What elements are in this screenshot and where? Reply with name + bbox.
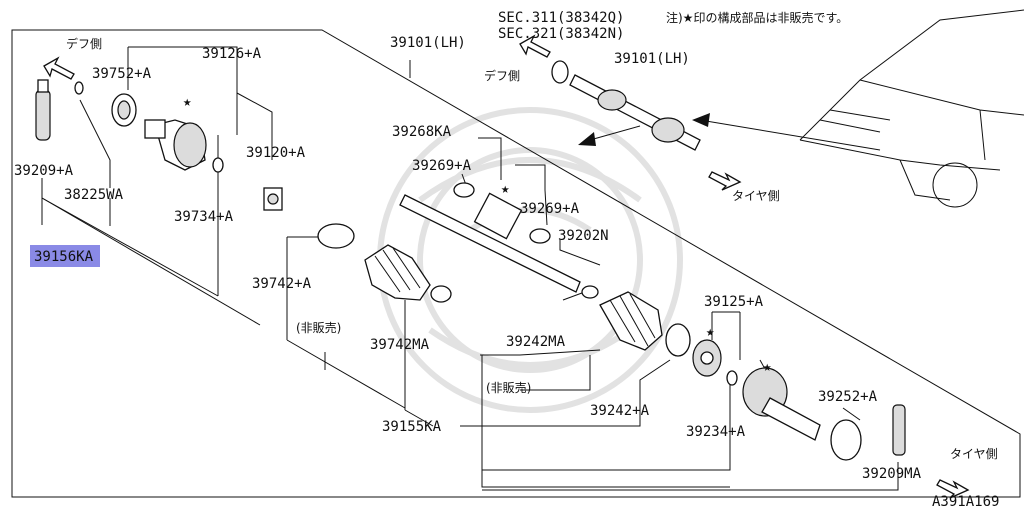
part-39202n[interactable]: 39202N bbox=[558, 228, 609, 244]
inset-shaft bbox=[551, 60, 701, 151]
housing-39126 bbox=[144, 119, 207, 171]
sec-ref-1[interactable]: SEC.311(38342Q) bbox=[498, 10, 624, 26]
outer-housing bbox=[742, 367, 821, 441]
highlight-box bbox=[30, 245, 100, 267]
not-sold-label-2: (非販売) bbox=[486, 380, 531, 395]
note-not-sold: 注)★印の構成部品は非販売です。 bbox=[666, 10, 848, 25]
star-mark-3: ★ bbox=[706, 324, 715, 340]
part-39209a[interactable]: 39209+A bbox=[14, 163, 74, 179]
oil-seal-39752 bbox=[111, 93, 137, 127]
direction-arrowhead bbox=[578, 132, 596, 146]
spider-39120 bbox=[263, 187, 283, 211]
diff-side-arrow-icon bbox=[43, 56, 75, 80]
diff-side-label-top: デフ側 bbox=[484, 68, 520, 83]
star-mark-4: ★ bbox=[763, 359, 772, 375]
boot-band-39742 bbox=[317, 223, 355, 249]
direction-arrow-line bbox=[589, 125, 641, 141]
circlip-39234 bbox=[726, 370, 738, 386]
part-39101lh[interactable]: 39101(LH) bbox=[390, 35, 466, 51]
circlip-39734 bbox=[212, 157, 224, 173]
sec-ref-2[interactable]: SEC.321(38342N) bbox=[498, 26, 624, 42]
part-39742a[interactable]: 39742+A bbox=[252, 276, 312, 292]
part-39242ma[interactable]: 39242MA bbox=[506, 334, 566, 350]
boot-band-39242 bbox=[665, 323, 691, 357]
car-illustration bbox=[799, 9, 1024, 208]
part-39269a-1[interactable]: 39269+A bbox=[412, 158, 472, 174]
tire-side-label: タイヤ側 bbox=[950, 447, 998, 461]
inner-race-39125 bbox=[692, 339, 722, 377]
pointer-arrow-line bbox=[699, 119, 881, 151]
part-39742ma[interactable]: 39742MA bbox=[370, 337, 430, 353]
part-39125a[interactable]: 39125+A bbox=[704, 294, 764, 310]
part-39156ka[interactable]: 39156KA bbox=[34, 249, 94, 265]
circlip-center bbox=[581, 285, 599, 299]
drive-shaft bbox=[399, 182, 581, 293]
part-39252a[interactable]: 39252+A bbox=[818, 389, 878, 405]
diff-side-label: デフ側 bbox=[66, 36, 102, 51]
leader-lines bbox=[41, 46, 899, 491]
star-mark-2: ★ bbox=[501, 181, 510, 197]
part-39156-suffix: KA bbox=[76, 249, 93, 265]
pointer-arrowhead bbox=[692, 113, 710, 127]
part-39156-highlighted: 39156 bbox=[34, 249, 76, 265]
diagram-code: A391A169 bbox=[932, 494, 999, 510]
part-38225wa[interactable]: 38225WA bbox=[64, 187, 124, 203]
assembly-frame bbox=[11, 29, 1021, 498]
tire-side-arrow-icon bbox=[936, 479, 970, 499]
part-39126a[interactable]: 39126+A bbox=[202, 46, 262, 62]
part-39209ma[interactable]: 39209MA bbox=[862, 466, 922, 482]
tire-side-arrow-icon-top bbox=[708, 171, 742, 191]
boot-band-39742ma bbox=[430, 285, 452, 303]
diff-side-arrow-icon-top bbox=[519, 34, 551, 58]
not-sold-label-1: (非販売) bbox=[296, 320, 341, 335]
part-39752a[interactable]: 39752+A bbox=[92, 66, 152, 82]
star-mark-1: ★ bbox=[183, 94, 192, 110]
dust-cover-39209ma bbox=[892, 404, 906, 456]
part-39120a[interactable]: 39120+A bbox=[246, 145, 306, 161]
part-39268ka[interactable]: 39268KA bbox=[392, 124, 452, 140]
part-39155ka[interactable]: 39155KA bbox=[382, 419, 442, 435]
part-39101lh-top[interactable]: 39101(LH) bbox=[614, 51, 690, 67]
part-39734a[interactable]: 39734+A bbox=[174, 209, 234, 225]
boot-right bbox=[599, 291, 663, 351]
part-39242a[interactable]: 39242+A bbox=[590, 403, 650, 419]
circlip-38225wa bbox=[74, 81, 84, 95]
boot-left bbox=[364, 244, 431, 301]
part-39234a[interactable]: 39234+A bbox=[686, 424, 746, 440]
dust-cover-plug bbox=[35, 79, 51, 141]
part-39269a-2[interactable]: 39269+A bbox=[520, 201, 580, 217]
tire-side-label-top: タイヤ側 bbox=[732, 189, 780, 203]
seal-39252 bbox=[830, 419, 862, 461]
